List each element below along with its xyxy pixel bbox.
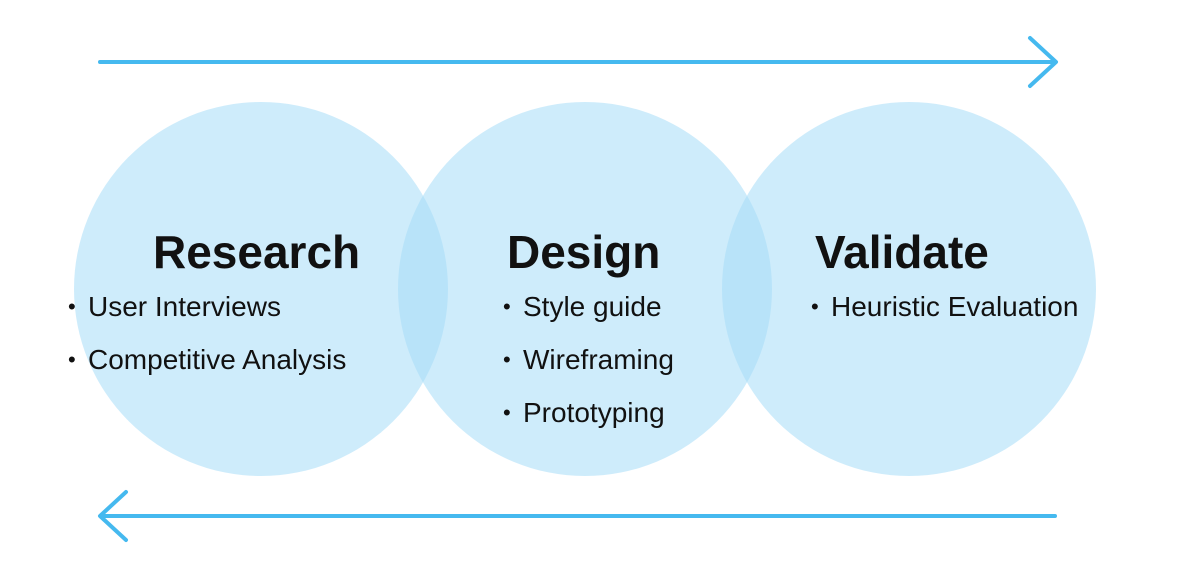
design-title: Design [507, 226, 661, 278]
bullet: • [503, 347, 511, 372]
research-item-user-interviews: User Interviews [88, 291, 281, 322]
validate-item-heuristic-evaluation: Heuristic Evaluation [831, 291, 1079, 322]
design-item-wireframing: Wireframing [523, 344, 674, 375]
research-circle [74, 102, 448, 476]
validate-circle [722, 102, 1096, 476]
bullet: • [811, 294, 819, 319]
bullet: • [68, 347, 76, 372]
design-item-style-guide: Style guide [523, 291, 662, 322]
research-title: Research [153, 226, 361, 278]
validate-title: Validate [815, 226, 989, 278]
bullet: • [68, 294, 76, 319]
arrow-right-icon [98, 36, 1058, 88]
arrow-left-icon [98, 490, 1057, 542]
bullet: • [503, 400, 511, 425]
bullet: • [503, 294, 511, 319]
design-circle [398, 102, 772, 476]
design-item-prototyping: Prototyping [523, 397, 665, 428]
research-item-competitive-analysis: Competitive Analysis [88, 344, 347, 375]
